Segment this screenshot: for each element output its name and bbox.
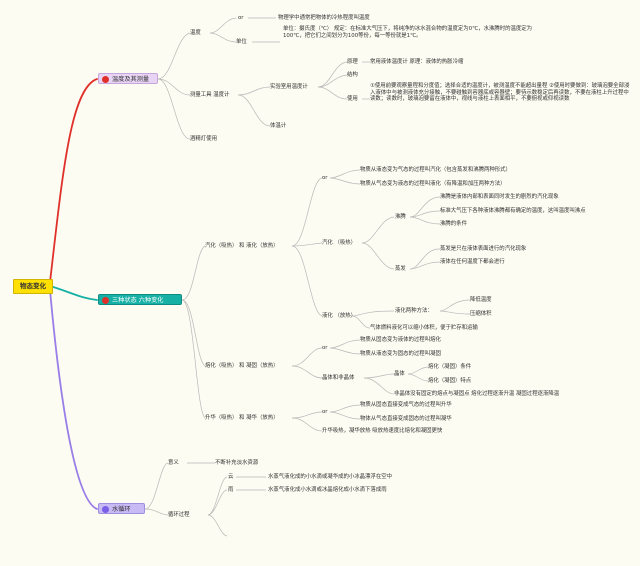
- red-dot-icon: [102, 76, 109, 83]
- node-sublimation-definition[interactable]: 物质从固态直接变成气态的过程叫升华: [360, 402, 452, 408]
- node-method-compression[interactable]: 压缩体积: [470, 311, 492, 317]
- branch-line-water: [49, 289, 98, 510]
- purple-dot-icon: [102, 506, 109, 513]
- node-evaporation[interactable]: 蒸发: [395, 266, 406, 272]
- node-vaporization-liquefaction[interactable]: 汽化（吸热） 和 液化（放热）: [205, 243, 279, 249]
- node-crystal-condition[interactable]: 熔化（凝固）条件: [428, 364, 472, 370]
- teal-dot-icon: [102, 297, 109, 304]
- node-liquefaction[interactable]: 液化 （放热）: [322, 313, 357, 319]
- node-cycle-process[interactable]: 循环过程: [168, 512, 190, 518]
- node-liquefaction-definition[interactable]: 物质从气态变为液态的过程叫液化（有降温和加压两种方法）: [360, 181, 506, 187]
- node-or: or: [322, 409, 328, 415]
- node-sublimation-note[interactable]: 升华吸热，凝华放热 吸放热速度比熔化和凝固更快: [322, 428, 443, 434]
- node-temperature[interactable]: 温度: [190, 30, 201, 36]
- branch-line-states: [49, 285, 98, 301]
- node-measuring-tool[interactable]: 测量工具 温度计: [190, 92, 230, 98]
- node-crystal-amorphous[interactable]: 晶体和非晶体: [322, 375, 355, 381]
- node-evaporation-fact-1[interactable]: 蒸发是只在液体表面进行的汽化现象: [440, 246, 527, 252]
- branch-line-temp: [49, 78, 98, 283]
- node-boiling-fact-3[interactable]: 沸腾的条件: [440, 221, 467, 227]
- node-or: or: [238, 15, 244, 21]
- node-deposition-definition[interactable]: 物体从气态直接变成固态的过程叫凝华: [360, 416, 452, 422]
- node-or: or: [322, 345, 328, 351]
- node-principle-description[interactable]: 常用液体温度计 原理：液体的热胀冷缩: [370, 59, 464, 65]
- branch-node-temperature[interactable]: 温度及其测量: [98, 73, 158, 84]
- node-cloud-description[interactable]: 水蒸气液化成的小水滴或凝华成的小冰晶漂浮在空中: [268, 474, 392, 480]
- branch-node-water-cycle[interactable]: 水循环: [98, 503, 145, 514]
- node-vaporization-definition[interactable]: 物质从液态变为气态的过程叫汽化（包含蒸发和沸腾两种形式）: [360, 167, 511, 173]
- node-usage-description[interactable]: ①使用前要观察量程和分度值；选择合适的温度计，被测温度不能超出量程 ②使用时要做…: [370, 83, 630, 103]
- node-boiling-fact-2[interactable]: 标准大气压下各种液体沸腾都有确定的温度，这叫温度叫沸点: [440, 208, 586, 214]
- node-rain-description[interactable]: 水蒸气液化成小水滴或冰晶熔化成小水滴下落成雨: [268, 487, 387, 493]
- node-solidification-definition[interactable]: 物质从液态变为固态的过程叫凝固: [360, 351, 441, 357]
- node-crystal-feature[interactable]: 熔化（凝固）特点: [428, 378, 472, 384]
- node-cloud[interactable]: 云: [228, 474, 234, 480]
- node-structure[interactable]: 结构: [347, 72, 358, 78]
- branch-label: 水循环: [112, 506, 131, 513]
- node-alcohol-lamp[interactable]: 酒精灯使用: [190, 136, 217, 142]
- node-usage[interactable]: 使用: [347, 96, 358, 102]
- node-liquefaction-methods[interactable]: 液化两种方法：: [395, 308, 433, 314]
- node-amorphous[interactable]: 非晶体没有固定的熔点与凝固点 熔化过程逐渐升温 凝固过程逐渐降温: [394, 391, 560, 397]
- node-unit[interactable]: 单位: [236, 39, 247, 45]
- node-significance[interactable]: 意义: [168, 460, 179, 466]
- node-boiling[interactable]: 沸腾: [395, 214, 406, 220]
- node-method-cooling[interactable]: 降低温度: [470, 297, 492, 303]
- node-rain[interactable]: 雨: [228, 487, 234, 493]
- node-significance-description[interactable]: 不断补充淡水资源: [215, 460, 259, 466]
- node-or: or: [322, 175, 328, 181]
- branch-label: 三种状态 六种变化: [112, 297, 164, 304]
- node-evaporation-fact-2[interactable]: 液体在任何温度下都会进行: [440, 259, 505, 265]
- node-lab-thermometer[interactable]: 实验室用温度计: [270, 84, 308, 90]
- node-vaporization[interactable]: 汽化 （吸热）: [322, 240, 357, 246]
- node-crystal[interactable]: 晶体: [394, 371, 405, 377]
- node-melting-definition[interactable]: 物质从固态变为液体的过程叫熔化: [360, 337, 441, 343]
- node-clinical-thermometer[interactable]: 体温计: [270, 123, 287, 129]
- branch-node-states[interactable]: 三种状态 六种变化: [98, 294, 182, 305]
- node-liquefaction-note[interactable]: 气体燃料液化可以缩小体积，便于贮存和运输: [370, 325, 478, 331]
- node-principle[interactable]: 原理: [347, 59, 358, 65]
- root-node[interactable]: 物态变化: [13, 279, 53, 294]
- node-boiling-fact-1[interactable]: 沸腾是液体内部和表面同时发生的剧烈的汽化现象: [440, 194, 559, 200]
- node-unit-description[interactable]: 单位：摄氏度（℃） 规定：在标准大气压下，将纯净的冰水混合物的温度定为0℃，水沸…: [283, 26, 533, 39]
- node-temperature-definition[interactable]: 物理学中通常把物体的冷热程度叫温度: [278, 15, 370, 21]
- node-sublimation-deposition[interactable]: 升华（吸热） 和 凝华（放热）: [205, 415, 279, 421]
- branch-label: 温度及其测量: [112, 76, 150, 83]
- node-melting-solidification[interactable]: 熔化（吸热） 和 凝固（放热）: [205, 363, 279, 369]
